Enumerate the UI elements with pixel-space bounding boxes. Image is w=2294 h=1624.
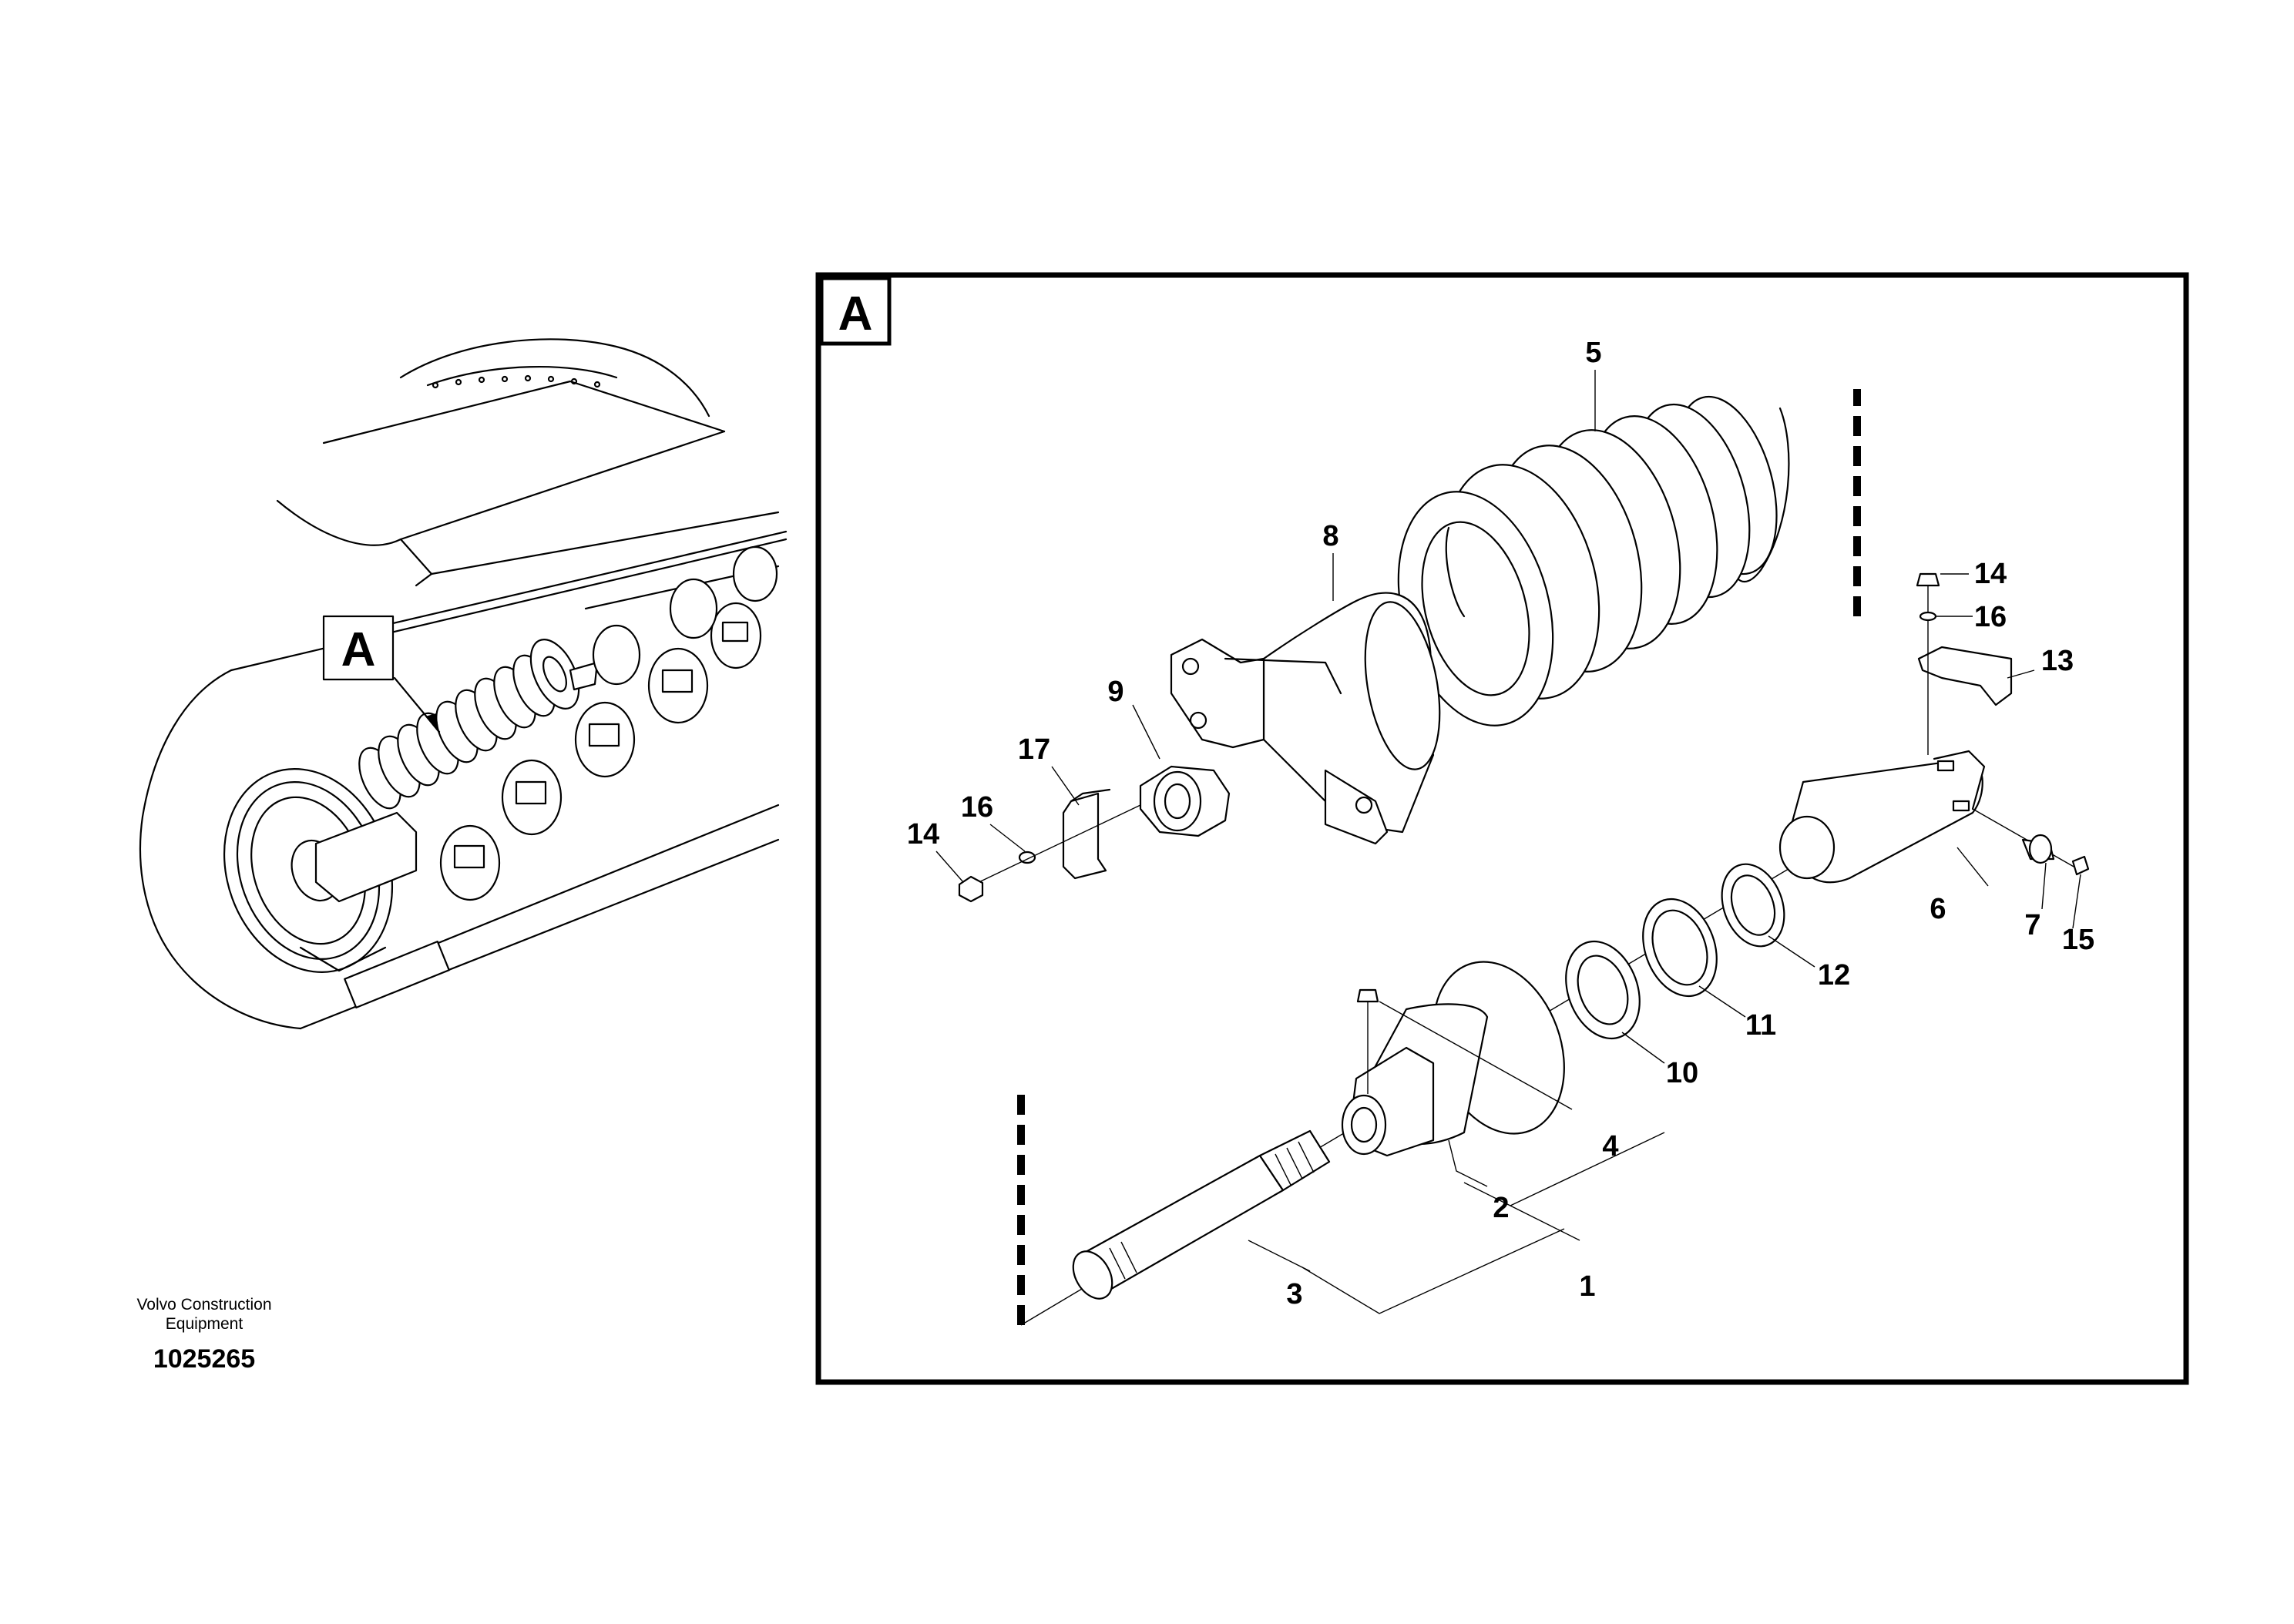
tension-cylinder — [1778, 750, 1986, 884]
callout-13: 13 — [2041, 645, 2074, 677]
callout-14-right: 14 — [1974, 558, 2007, 590]
callout-2: 2 — [1493, 1192, 1509, 1224]
callout-3: 3 — [1286, 1278, 1302, 1310]
undercarriage-overview: A — [139, 338, 788, 1030]
callout-11: 11 — [1745, 1009, 1776, 1042]
callout-7: 7 — [2024, 909, 2040, 941]
recoil-spring — [1397, 395, 1790, 726]
company-name-line2: Equipment — [166, 1315, 244, 1333]
rod-threads — [1109, 1141, 1315, 1280]
callout-16-left: 16 — [961, 791, 993, 824]
track-rollers-overview — [439, 545, 778, 901]
callout-4: 4 — [1602, 1130, 1618, 1163]
ring-11 — [1642, 898, 1718, 998]
bolt-14-left — [958, 804, 1141, 903]
overview-label-box — [322, 615, 395, 681]
grease-fitting — [1972, 808, 2081, 871]
callout-numbers: 5 8 9 17 16 14 14 16 13 6 7 15 12 11 10 … — [907, 337, 2094, 1310]
idler-wheel — [223, 768, 394, 973]
callout-5: 5 — [1585, 337, 1601, 369]
rod — [1072, 1129, 1331, 1300]
ring-10 — [1565, 940, 1641, 1040]
drawing-caption: Volvo Construction Equipment 1025265 — [136, 1296, 271, 1374]
callout-17: 17 — [1018, 733, 1050, 766]
detail-label-box — [819, 276, 892, 346]
callout-10: 10 — [1666, 1057, 1698, 1089]
callout-15: 15 — [2062, 924, 2094, 956]
washer-16-right — [1919, 611, 1937, 622]
detail-label: A — [838, 287, 873, 341]
detail-frame — [815, 272, 2189, 1385]
bolt-14-right — [1916, 572, 1940, 755]
spring-bracket — [1170, 592, 1441, 845]
fitting-cap — [2071, 855, 2090, 876]
callout-16-right: 16 — [1974, 601, 2007, 633]
turntable-bolt-holes — [432, 374, 601, 389]
callout-12: 12 — [1818, 959, 1850, 992]
recoil-spring-overview — [358, 639, 599, 810]
plate-17 — [1062, 788, 1111, 880]
leader-lines — [935, 370, 2081, 1314]
callout-9: 9 — [1107, 676, 1123, 708]
ring-12 — [1721, 863, 1785, 948]
piston-assembly — [1341, 961, 1565, 1157]
callout-6: 6 — [1930, 893, 1946, 925]
overview-label: A — [341, 623, 376, 676]
callout-14-left: 14 — [907, 818, 939, 851]
callout-8: 8 — [1322, 520, 1338, 552]
nut — [1139, 765, 1231, 837]
callout-1: 1 — [1579, 1270, 1595, 1303]
company-name-line1: Volvo Construction — [136, 1296, 271, 1314]
plate-13 — [1917, 646, 2013, 706]
washer-16-left — [1018, 851, 1036, 864]
drawing-number: 1025265 — [153, 1344, 255, 1374]
seal-rings — [1565, 863, 1785, 1040]
